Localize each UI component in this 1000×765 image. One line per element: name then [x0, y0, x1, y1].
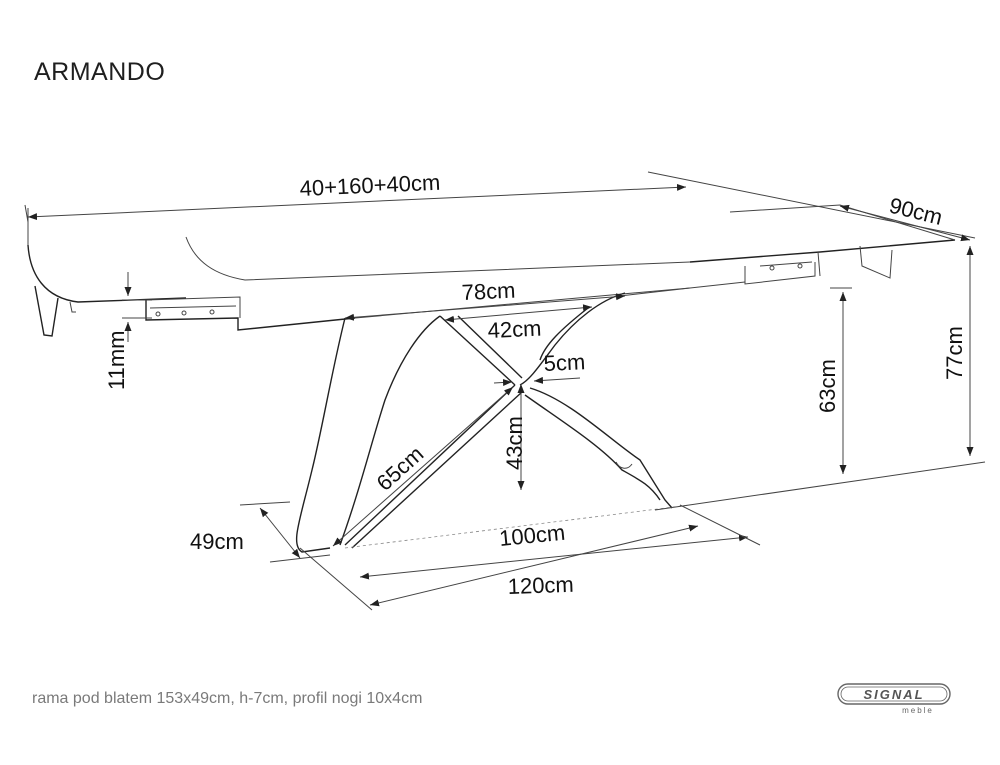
base-inner-length-label: 100cm: [498, 520, 566, 551]
leg-gap-label: 5cm: [543, 349, 586, 376]
product-title: ARMANDO: [34, 58, 166, 86]
inner-leg-height-label: 43cm: [502, 416, 527, 470]
logo-sub: meble: [902, 706, 934, 715]
frame-width-label: 78cm: [461, 278, 516, 305]
leg-diagonal-label: 65cm: [372, 441, 429, 496]
base-depth-label: 49cm: [190, 529, 244, 554]
width-label: 90cm: [887, 193, 945, 230]
top-thickness-label: 11mm: [104, 331, 129, 391]
leg-height-label: 63cm: [815, 359, 840, 413]
dimension-labels: 40+160+40cm 90cm 77cm 11mm 78cm 42cm 5cm…: [104, 170, 967, 599]
length-label: 40+160+40cm: [299, 170, 441, 201]
leg-top-span-label: 42cm: [487, 316, 542, 343]
height-label: 77cm: [942, 326, 967, 380]
table-outline: [27, 204, 956, 553]
frame-spec-note: rama pod blatem 153x49cm, h-7cm, profil …: [32, 690, 423, 707]
base-outer-length-label: 120cm: [507, 572, 574, 599]
signal-logo: SIGNAL meble: [837, 683, 951, 715]
logo-name: SIGNAL: [863, 687, 924, 702]
dimension-lines: [24, 171, 986, 611]
